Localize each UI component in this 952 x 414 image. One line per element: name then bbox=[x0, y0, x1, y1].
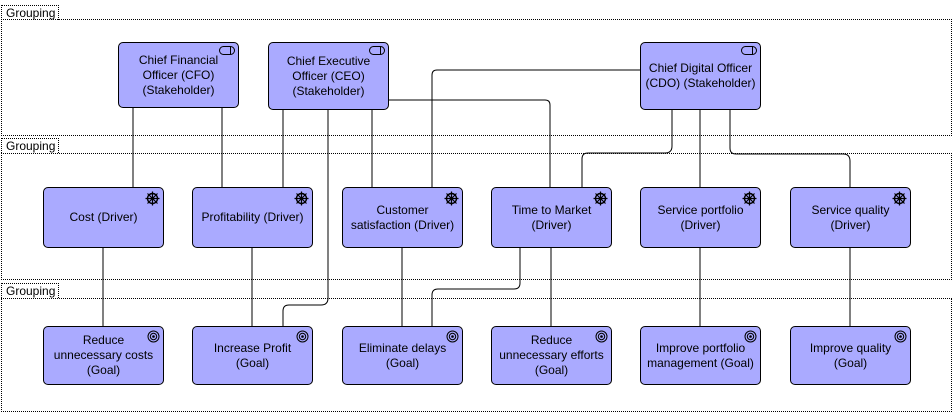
goal-increase-profit[interactable]: Increase Profit (Goal) bbox=[192, 326, 313, 385]
goal-icon bbox=[744, 330, 757, 343]
rel-cdo-quality bbox=[729, 110, 851, 187]
driver-cost[interactable]: Cost (Driver) bbox=[43, 187, 164, 248]
driver-icon bbox=[444, 191, 459, 206]
stakeholder-ceo[interactable]: Chief Executive Officer (CEO) (Stakehold… bbox=[268, 42, 389, 110]
driver-customer-satisfaction[interactable]: Customer satisfaction (Driver) bbox=[342, 187, 463, 248]
node-label: Reduce unnecessary costs (Goal) bbox=[53, 333, 154, 377]
node-label: Profitability (Driver) bbox=[201, 210, 304, 224]
goal-icon bbox=[446, 330, 459, 343]
node-label: Chief Executive Officer (CEO) (Stakehold… bbox=[286, 53, 371, 98]
goal-improve-portfolio[interactable]: Improve portfolio management (Goal) bbox=[640, 326, 761, 385]
node-label: Chief Financial Officer (CFO) (Stakehold… bbox=[138, 52, 219, 97]
stakeholder-cfo[interactable]: Chief Financial Officer (CFO) (Stakehold… bbox=[118, 42, 239, 108]
goal-reduce-efforts[interactable]: Reduce unnecessary efforts (Goal) bbox=[491, 326, 612, 385]
driver-icon bbox=[145, 191, 160, 206]
driver-icon bbox=[294, 191, 309, 206]
goal-eliminate-delays[interactable]: Eliminate delays (Goal) bbox=[342, 326, 463, 385]
rel-ceo-ttm bbox=[388, 99, 551, 187]
grouping-label: Grouping bbox=[1, 138, 59, 153]
driver-icon bbox=[742, 191, 757, 206]
node-label: Time to Market (Driver) bbox=[511, 202, 592, 232]
goal-icon bbox=[147, 330, 160, 343]
driver-service-portfolio[interactable]: Service portfolio (Driver) bbox=[640, 187, 761, 248]
rel-ttm-goal-delay bbox=[431, 248, 521, 326]
goal-icon bbox=[296, 330, 309, 343]
node-label: Chief Digital Officer (CDO) (Stakeholder… bbox=[645, 61, 756, 90]
goal-improve-quality[interactable]: Improve quality (Goal) bbox=[790, 326, 911, 385]
node-label: Customer satisfaction (Driver) bbox=[350, 202, 455, 232]
node-label: Increase Profit (Goal) bbox=[213, 340, 292, 370]
stakeholder-cdo[interactable]: Chief Digital Officer (CDO) (Stakeholder… bbox=[640, 42, 761, 110]
goal-icon bbox=[595, 330, 608, 343]
node-label: Eliminate delays (Goal) bbox=[358, 340, 447, 370]
driver-profitability[interactable]: Profitability (Driver) bbox=[192, 187, 313, 248]
rel-ceo-goal-profit bbox=[282, 110, 329, 326]
stakeholder-icon bbox=[741, 46, 757, 55]
goal-icon bbox=[894, 330, 907, 343]
rel-cdo-ttm bbox=[581, 110, 673, 187]
grouping-label: Grouping bbox=[1, 5, 59, 20]
stakeholder-icon bbox=[219, 46, 235, 55]
node-label: Improve portfolio management (Goal) bbox=[647, 340, 754, 370]
stakeholder-icon bbox=[369, 46, 385, 55]
driver-icon bbox=[593, 191, 608, 206]
driver-icon bbox=[892, 191, 907, 206]
grouping-label: Grouping bbox=[1, 283, 59, 298]
node-label: Reduce unnecessary efforts (Goal) bbox=[499, 333, 604, 377]
node-label: Service portfolio (Driver) bbox=[657, 202, 744, 232]
driver-time-to-market[interactable]: Time to Market (Driver) bbox=[491, 187, 612, 248]
driver-service-quality[interactable]: Service quality (Driver) bbox=[790, 187, 911, 248]
node-label: Service quality (Driver) bbox=[811, 202, 890, 232]
rel-cdo-custsat bbox=[431, 69, 640, 187]
node-label: Improve quality (Goal) bbox=[809, 340, 892, 370]
goal-reduce-costs[interactable]: Reduce unnecessary costs (Goal) bbox=[43, 326, 164, 385]
node-label: Cost (Driver) bbox=[69, 210, 138, 224]
